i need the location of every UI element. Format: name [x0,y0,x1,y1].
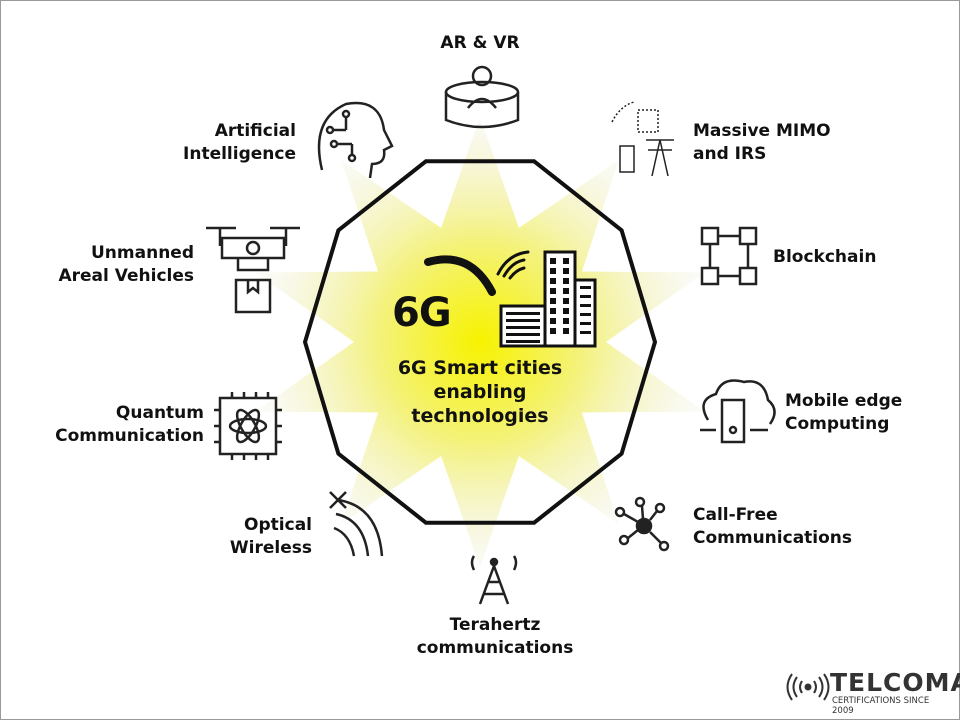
window [506,333,540,336]
wifi-signal-icon [424,255,496,296]
label-line: Artificial [214,121,296,141]
window [563,278,569,284]
window [550,328,556,334]
center-title-line: 6G Smart cities [397,357,563,379]
decagon-frame [302,159,658,525]
label-blockchain: Blockchain [773,246,876,269]
window [580,322,591,325]
window [550,278,556,284]
optical-signal-icon [329,491,384,557]
label-line: Mobile edge [785,391,903,411]
building-windows [506,258,591,343]
label-line: Computing [785,414,890,434]
window [580,304,591,307]
label-line: Terahertz [449,615,541,635]
window [563,328,569,334]
antenna-array-icon [611,101,674,177]
center-title-line: technologies [411,405,549,427]
window [563,318,569,324]
logo-tagline: CERTIFICATIONS SINCE 2009 [832,696,930,716]
wifi-small-icon [496,250,530,280]
label-line: Unmanned [91,243,194,263]
network-nodes-icon [614,496,670,552]
window [580,331,591,334]
window [550,308,556,314]
quantum-chip-icon [214,392,282,460]
window [563,268,569,274]
window [550,298,556,304]
label-line: Quantum [115,403,204,423]
label-line: Communications [693,528,853,548]
label-line: Intelligence [183,144,296,164]
label-line: Optical [244,515,312,535]
window [506,326,540,329]
window [563,258,569,264]
window [550,288,556,294]
center-title: 6G Smart cities enabling technologies [380,356,580,428]
label-line: and IRS [693,144,767,164]
blockchain-icon [700,226,758,286]
window [563,298,569,304]
window [563,308,569,314]
cell-tower-icon [470,555,518,605]
label-line: Call-Free [693,505,778,525]
label-line: AR & VR [440,33,520,53]
vr-headset-icon [444,65,520,129]
label-terahertz: Terahertz communications [400,614,590,660]
label-line: Massive MIMO [693,121,831,141]
window [506,319,540,322]
window [550,258,556,264]
window [580,295,591,298]
window [580,286,591,289]
window [580,313,591,316]
label-line: Communication [55,426,204,446]
drone-icon [206,226,300,314]
starburst [255,117,705,567]
center-title-line: enabling [433,381,527,403]
window [563,288,569,294]
window [506,312,540,315]
logo-name: TELCOMA [830,668,960,697]
window [550,268,556,274]
broadcast-icon [786,673,830,701]
cloud-server-icon [700,379,776,444]
label-line: Wireless [229,538,312,558]
label-massive-mimo: Massive MIMO and IRS [693,120,831,166]
label-ar-vr: AR & VR [420,32,540,55]
window [506,340,540,343]
label-line: communications [416,638,574,658]
ai-head-icon [317,101,394,179]
telcoma-logo: TELCOMA CERTIFICATIONS SINCE 2009 [786,668,960,716]
label-line: Blockchain [773,247,877,267]
window [550,318,556,324]
6g-badge: 6G [392,290,452,336]
label-line: Areal Vehicles [58,266,194,286]
